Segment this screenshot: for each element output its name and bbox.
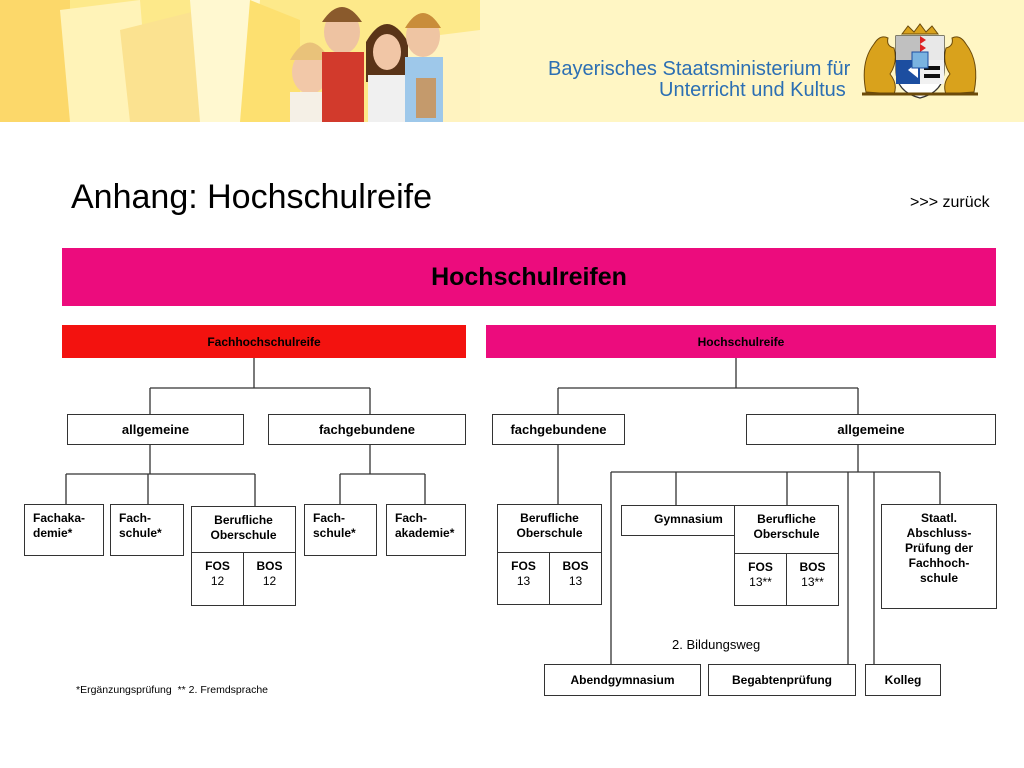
fachschule-box-2: Fach- schule* bbox=[304, 504, 377, 556]
bos13b-grade: 13** bbox=[801, 575, 824, 589]
fachhochschulreife-banner: Fachhochschulreife bbox=[62, 325, 466, 358]
back-link[interactable]: >>> zurück bbox=[910, 194, 990, 211]
header-banner: Bayerisches Staatsministerium für Unterr… bbox=[0, 0, 1024, 122]
fos13b-label: FOS bbox=[748, 560, 773, 574]
bos13b-label: BOS bbox=[799, 560, 826, 574]
hochschulreifen-banner: Hochschulreifen bbox=[62, 248, 996, 306]
hr-fachgebundene-box: fachgebundene bbox=[492, 414, 625, 445]
fos12-grade: 12 bbox=[210, 574, 225, 588]
staatl-abschlusspruefung-box: Staatl. Abschluss- Prüfung der Fachhoch-… bbox=[881, 504, 997, 609]
bos12-grade: 12 bbox=[262, 574, 277, 588]
fachakademie-box: Fachaka- demie* bbox=[24, 504, 104, 556]
ministry-name-line2: Unterricht und Kultus bbox=[659, 79, 846, 101]
berufliche-oberschule-box: Berufliche Oberschule bbox=[191, 506, 296, 553]
bildungsweg-label: 2. Bildungsweg bbox=[672, 637, 761, 652]
bavarian-coat-of-arms-icon bbox=[862, 23, 978, 99]
bos13-grade: 13 bbox=[568, 574, 583, 588]
hr-allgemeine-box: allgemeine bbox=[746, 414, 996, 445]
fos12-label: FOS bbox=[205, 559, 230, 573]
ministry-name-line1: Bayerisches Staatsministerium für bbox=[548, 58, 851, 80]
kolleg-box: Kolleg bbox=[865, 664, 941, 696]
page-title: Anhang: Hochschulreife bbox=[71, 178, 433, 216]
fos13b-grade: 13** bbox=[749, 575, 772, 589]
gymnasium-box: Gymnasium bbox=[621, 505, 756, 536]
banner-photo bbox=[0, 0, 480, 122]
hochschulreife-banner: Hochschulreife bbox=[486, 325, 996, 358]
abendgymnasium-box: Abendgymnasium bbox=[544, 664, 701, 696]
bos12-label: BOS bbox=[256, 559, 283, 573]
fhr-allgemeine-box: allgemeine bbox=[67, 414, 244, 445]
berufliche-oberschule-box-3: Berufliche Oberschule bbox=[734, 505, 839, 554]
fhr-fachgebundene-box: fachgebundene bbox=[268, 414, 466, 445]
berufliche-oberschule-box-2: Berufliche Oberschule bbox=[497, 504, 602, 553]
fos13-grade: 13 bbox=[516, 574, 531, 588]
begabtenpruefung-box: Begabtenprüfung bbox=[708, 664, 856, 696]
footnote: *Ergänzungsprüfung ** 2. Fremdsprache bbox=[76, 684, 269, 696]
fachakademie-box-2: Fach- akademie* bbox=[386, 504, 466, 556]
fachschule-box: Fach- schule* bbox=[110, 504, 184, 556]
bos13-label: BOS bbox=[562, 559, 589, 573]
fos13-label: FOS bbox=[511, 559, 536, 573]
